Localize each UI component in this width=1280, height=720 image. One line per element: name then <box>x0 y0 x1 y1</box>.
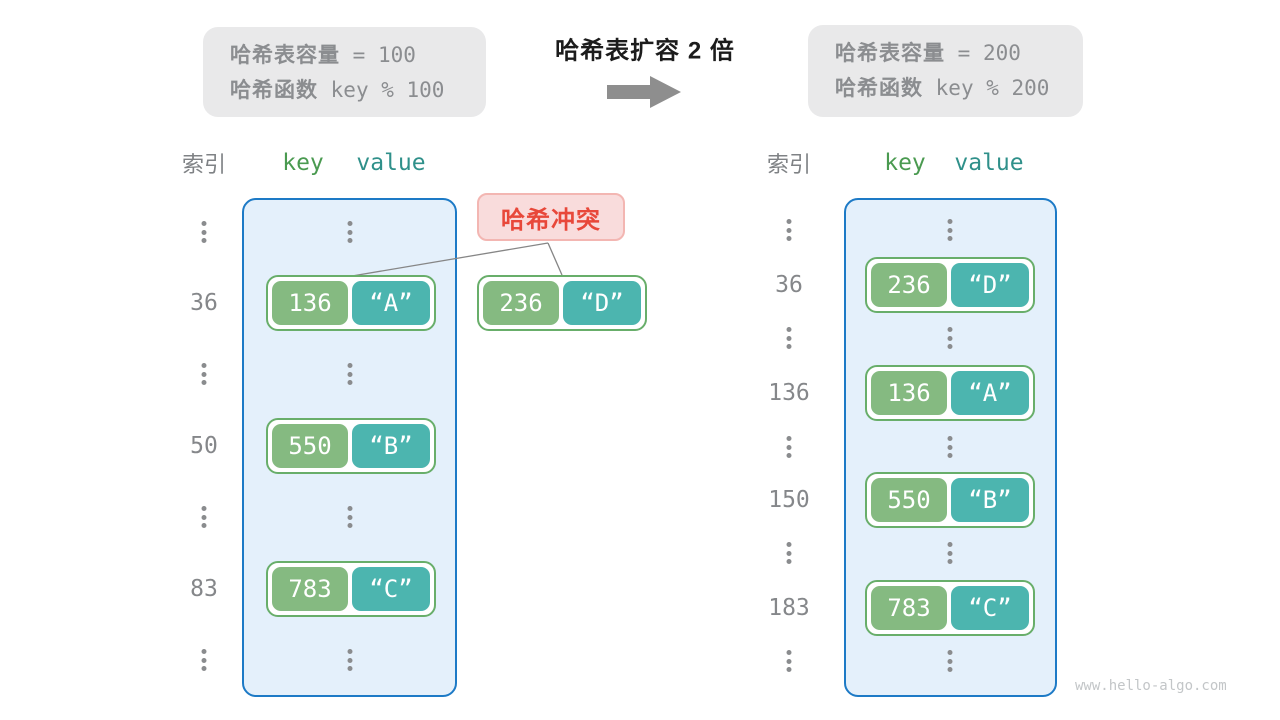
value-box: “B” <box>352 424 430 468</box>
index-label: 36 <box>775 272 803 298</box>
capacity-line: 哈希表容量 = 200 <box>835 36 1083 71</box>
ellipsis-icon <box>786 327 792 349</box>
key-box: 783 <box>272 567 348 611</box>
index-label: 150 <box>768 487 810 513</box>
ellipsis-icon <box>947 219 953 241</box>
right-header-value: value <box>954 150 1024 176</box>
ellipsis-icon <box>347 221 353 243</box>
hash-fn-line: 哈希函数 key % 100 <box>230 73 486 108</box>
kv-pair: 783 “C” <box>865 580 1035 636</box>
hash-fn-line: 哈希函数 key % 200 <box>835 71 1083 106</box>
kv-pair-collision: 236 “D” <box>477 275 647 331</box>
value-box: “D” <box>951 263 1029 307</box>
expand-title: 哈希表扩容 2 倍 <box>555 37 735 65</box>
capacity-box-after: 哈希表容量 = 200 哈希函数 key % 200 <box>808 25 1083 117</box>
value-box: “C” <box>352 567 430 611</box>
ellipsis-icon <box>347 506 353 528</box>
right-arrow-icon <box>607 76 681 108</box>
key-box: 236 <box>483 281 559 325</box>
key-box: 136 <box>272 281 348 325</box>
value-box: “A” <box>352 281 430 325</box>
ellipsis-icon <box>201 363 207 385</box>
ellipsis-icon <box>201 506 207 528</box>
left-header-index: 索引 <box>181 152 227 177</box>
value-box: “C” <box>951 586 1029 630</box>
ellipsis-icon <box>201 649 207 671</box>
ellipsis-icon <box>947 327 953 349</box>
capacity-label: 哈希表容量 <box>835 42 945 65</box>
collision-badge: 哈希冲突 <box>477 193 625 241</box>
right-header-index: 索引 <box>766 152 812 177</box>
value-box: “A” <box>951 371 1029 415</box>
kv-pair: 136 “A” <box>865 365 1035 421</box>
ellipsis-icon <box>947 436 953 458</box>
kv-pair: 783 “C” <box>266 561 436 617</box>
hash-fn-label: 哈希函数 <box>835 77 923 100</box>
watermark: www.hello-algo.com <box>1075 678 1227 694</box>
index-label: 36 <box>190 290 218 316</box>
kv-pair: 550 “B” <box>865 472 1035 528</box>
hash-fn-code: key % 200 <box>935 76 1050 100</box>
index-label: 183 <box>768 595 810 621</box>
kv-pair: 236 “D” <box>865 257 1035 313</box>
key-box: 236 <box>871 263 947 307</box>
value-box: “B” <box>951 478 1029 522</box>
capacity-value: = 200 <box>957 41 1021 65</box>
hash-fn-label: 哈希函数 <box>230 79 318 102</box>
index-label: 136 <box>768 380 810 406</box>
ellipsis-icon <box>786 219 792 241</box>
key-box: 550 <box>871 478 947 522</box>
ellipsis-icon <box>786 650 792 672</box>
ellipsis-icon <box>347 649 353 671</box>
value-box: “D” <box>563 281 641 325</box>
key-box: 783 <box>871 586 947 630</box>
ellipsis-icon <box>947 650 953 672</box>
ellipsis-icon <box>347 363 353 385</box>
capacity-box-before: 哈希表容量 = 100 哈希函数 key % 100 <box>203 27 486 117</box>
ellipsis-icon <box>786 436 792 458</box>
key-box: 136 <box>871 371 947 415</box>
ellipsis-icon <box>786 542 792 564</box>
capacity-line: 哈希表容量 = 100 <box>230 38 486 73</box>
ellipsis-icon <box>201 221 207 243</box>
kv-pair: 550 “B” <box>266 418 436 474</box>
left-header-key: key <box>282 150 324 176</box>
right-header-key: key <box>884 150 926 176</box>
hash-fn-code: key % 100 <box>330 78 445 102</box>
key-box: 550 <box>272 424 348 468</box>
index-label: 83 <box>190 576 218 602</box>
left-header-value: value <box>356 150 426 176</box>
capacity-value: = 100 <box>352 43 416 67</box>
capacity-label: 哈希表容量 <box>230 44 340 67</box>
kv-pair: 136 “A” <box>266 275 436 331</box>
index-label: 50 <box>190 433 218 459</box>
collision-connector-lines <box>351 242 563 277</box>
ellipsis-icon <box>947 542 953 564</box>
